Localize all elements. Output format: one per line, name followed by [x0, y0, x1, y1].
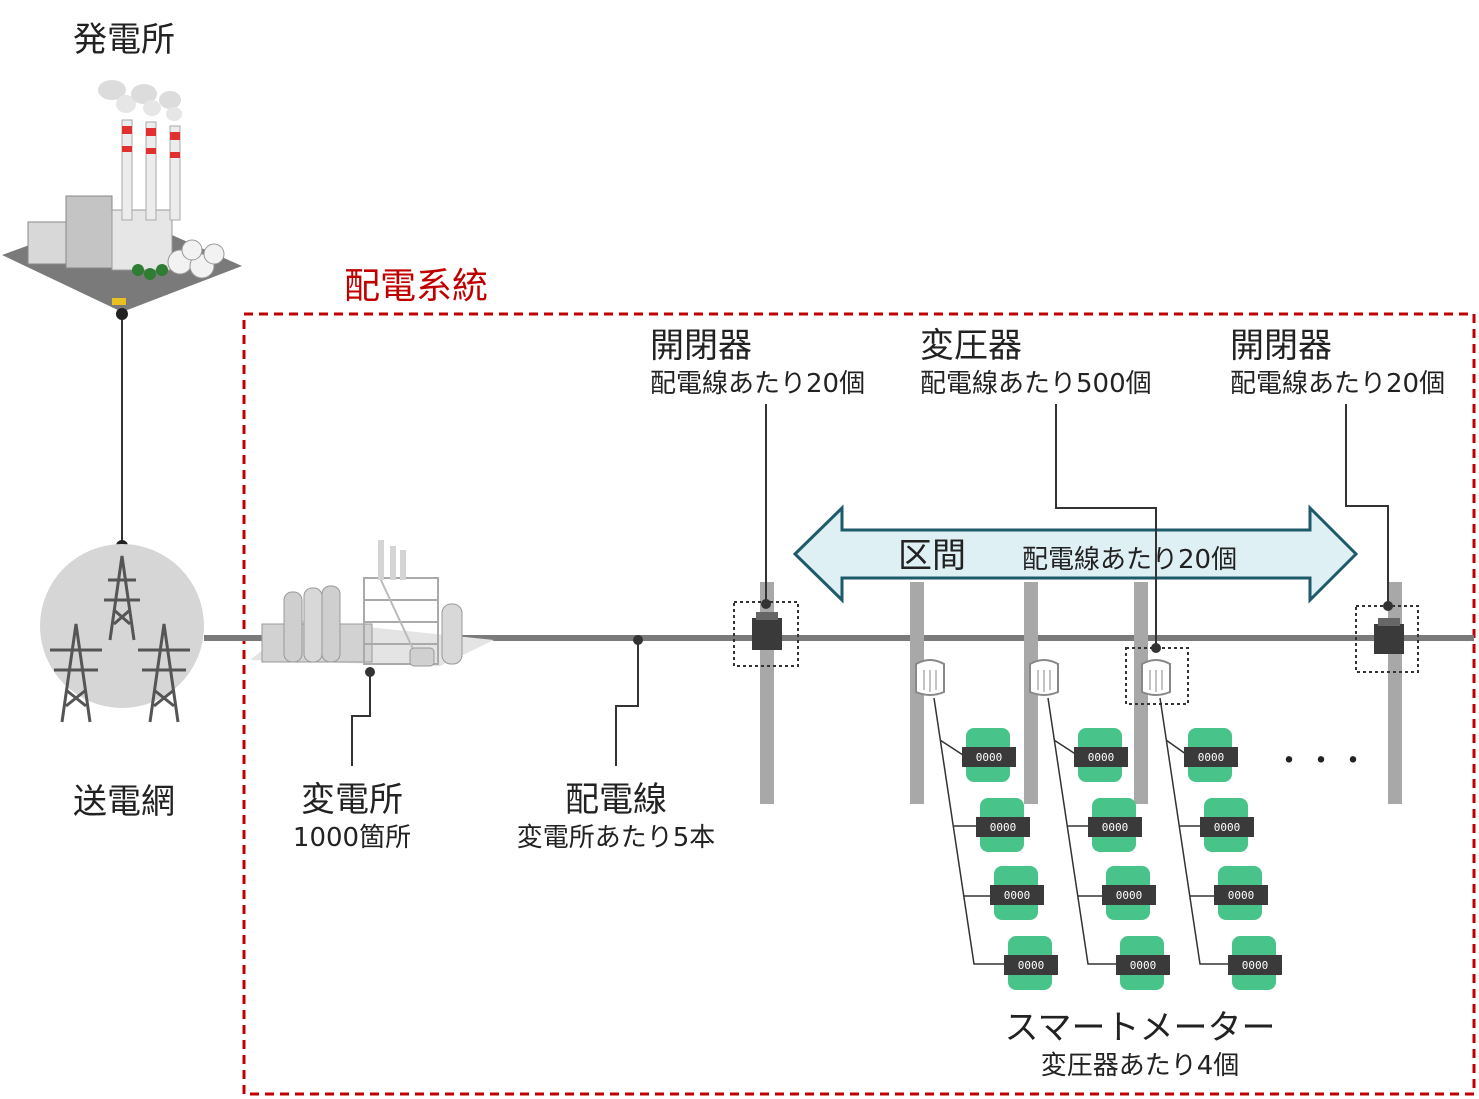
switch-right-connector	[1383, 601, 1393, 611]
meter-display: 0000	[1242, 959, 1269, 972]
power-plant-icon	[2, 80, 242, 312]
transformer-pointer	[1055, 404, 1157, 648]
smart-meter: 0000	[962, 728, 1016, 782]
meter-display: 0000	[1214, 821, 1241, 834]
transformer-count: 配電線あたり500個	[920, 369, 1152, 399]
switch-left-count: 配電線あたり20個	[650, 369, 866, 399]
feeder-label: 配電線	[565, 780, 667, 820]
meter-display: 0000	[1088, 751, 1115, 764]
smart-meter-count: 変圧器あたり4個	[1040, 1051, 1240, 1081]
meter-display: 0000	[976, 751, 1003, 764]
meter-display: 0000	[1130, 959, 1157, 972]
transformer-icon	[915, 659, 945, 696]
service-drop-line	[1047, 697, 1120, 965]
switch-left-label: 開閉器	[650, 326, 752, 366]
pole	[1388, 582, 1402, 804]
distribution-system-title: 配電系統	[344, 266, 489, 307]
smart-meter: 0000	[1228, 936, 1282, 990]
pole	[1134, 582, 1148, 804]
meter-display: 0000	[990, 821, 1017, 834]
substation-count: 1000箇所	[292, 823, 412, 853]
switch-right-icon	[1374, 618, 1404, 654]
smart-meter: 0000	[1214, 866, 1268, 920]
section-label: 区間	[898, 536, 966, 576]
substation-icon	[250, 540, 494, 667]
smart-meter: 0000	[1184, 728, 1238, 782]
feeder-count: 変電所あたり5本	[516, 823, 716, 853]
power-plant-label: 発電所	[73, 20, 175, 60]
substation-connector	[365, 667, 375, 677]
plant-connector	[116, 308, 128, 320]
transformer-connector	[1151, 643, 1161, 653]
smart-meter: 0000	[990, 866, 1044, 920]
smart-meter: 0000	[1088, 798, 1142, 852]
switch-right-pointer	[1345, 404, 1389, 606]
distribution-system-border	[242, 312, 1476, 1096]
transformer-label: 変圧器	[920, 326, 1022, 366]
meter-display: 0000	[1004, 889, 1031, 902]
smart-meter-label: スマートメーター	[1004, 1008, 1276, 1048]
service-drop-line	[933, 697, 1008, 965]
feeder-pointer	[615, 640, 639, 766]
switch-right-label: 開閉器	[1230, 326, 1332, 366]
service-drop-line	[1159, 697, 1232, 965]
ellipsis: ・・・	[1274, 744, 1370, 779]
smart-meter: 0000	[1116, 936, 1170, 990]
switch-left-connector	[761, 599, 771, 609]
meter-display: 0000	[1018, 959, 1045, 972]
transformer-icon	[1141, 659, 1171, 696]
meter-display: 0000	[1228, 889, 1255, 902]
section-count: 配電線あたり20個	[1022, 545, 1238, 575]
section-arrow	[792, 504, 1359, 604]
switch-left-icon	[752, 612, 782, 650]
feeder-connector	[633, 635, 643, 645]
substation-pointer	[351, 672, 371, 766]
smart-meter: 0000	[1102, 866, 1156, 920]
grid-label: 送電網	[73, 782, 175, 822]
meter-display: 0000	[1102, 821, 1129, 834]
smart-meter: 0000	[976, 798, 1030, 852]
switch-right-count: 配電線あたり20個	[1230, 369, 1446, 399]
meter-display: 0000	[1116, 889, 1143, 902]
meter-display: 0000	[1198, 751, 1225, 764]
smart-meter: 0000	[1004, 936, 1058, 990]
smart-meter: 0000	[1200, 798, 1254, 852]
transformer-icon	[1029, 659, 1059, 696]
smart-meter: 0000	[1074, 728, 1128, 782]
substation-label: 変電所	[301, 780, 403, 820]
transmission-tower-icon	[40, 544, 204, 723]
